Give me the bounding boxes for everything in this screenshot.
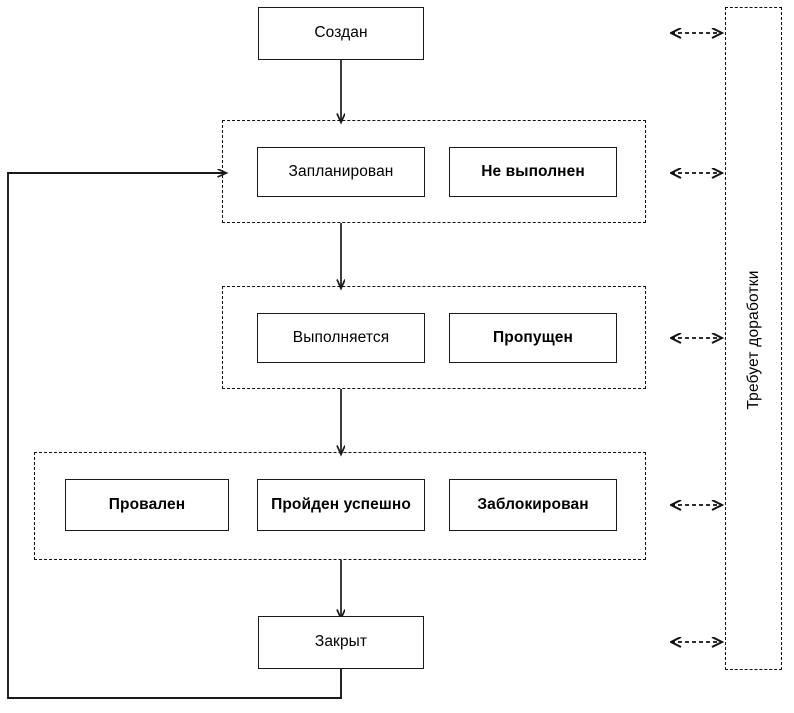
state-group-planned [222,120,646,223]
rework-channel-label: Требует доработки [745,270,762,410]
state-node-failed[interactable]: Провален [65,479,229,531]
state-node-in-progress[interactable]: Выполняется [257,313,425,363]
state-node-label: Создан [314,24,368,42]
state-node-label: Закрыт [314,633,368,651]
state-group-running [222,286,646,389]
state-node-passed[interactable]: Пройден успешно [257,479,425,531]
state-node-label: Запланирован [288,162,394,180]
state-node-blocked[interactable]: Заблокирован [449,479,617,531]
state-node-label: Выполняется [292,328,390,346]
state-node-skipped[interactable]: Пропущен [449,313,617,363]
rework-channel [725,7,782,670]
state-node-created[interactable]: Создан [258,7,424,60]
state-node-not-executed[interactable]: Не выполнен [449,147,617,197]
state-node-label: Пройден успешно [271,495,411,513]
state-node-closed[interactable]: Закрыт [258,616,424,669]
rework-arrow-group [671,33,721,642]
state-node-label: Провален [108,495,186,513]
state-node-label: Пропущен [493,328,573,346]
state-node-label: Не выполнен [481,162,585,180]
state-group-results [34,452,646,560]
state-node-planned[interactable]: Запланирован [257,147,425,197]
state-node-label: Заблокирован [477,495,589,513]
